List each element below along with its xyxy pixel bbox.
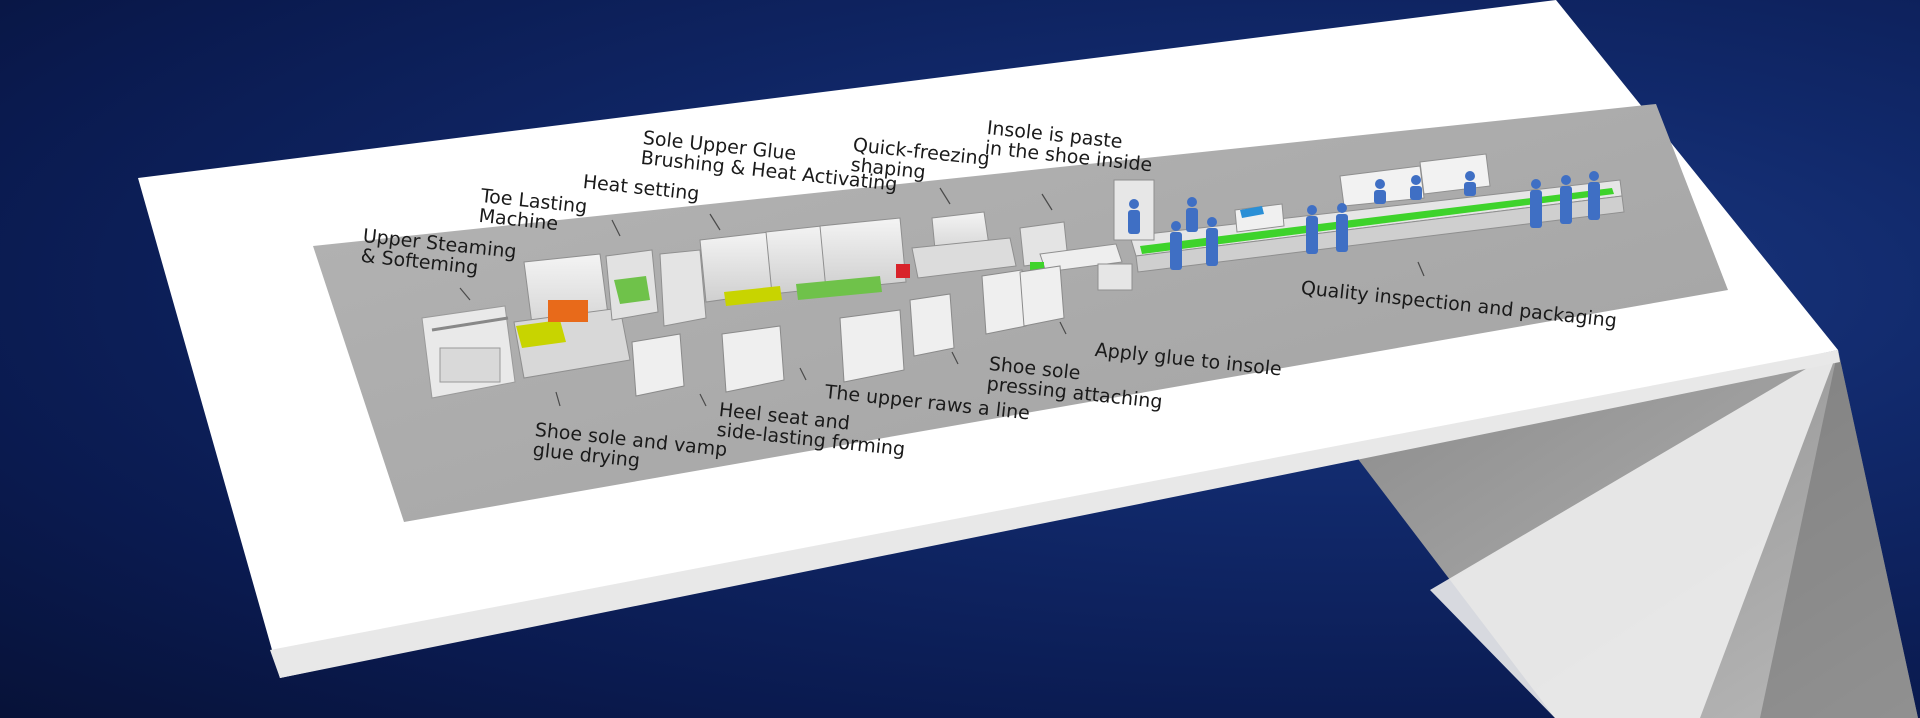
worker [1170,221,1182,270]
worker [1128,199,1140,234]
worker [1560,175,1572,224]
heat-setting-machine [606,250,658,320]
worker [1530,179,1542,228]
worker [1306,205,1318,254]
worker [1588,171,1600,220]
worker [1336,203,1348,252]
worker [1374,179,1386,204]
worker [1464,171,1476,196]
steaming-machine [422,306,515,398]
worker [1410,175,1422,200]
worker [1186,197,1198,232]
worker [1206,217,1218,266]
